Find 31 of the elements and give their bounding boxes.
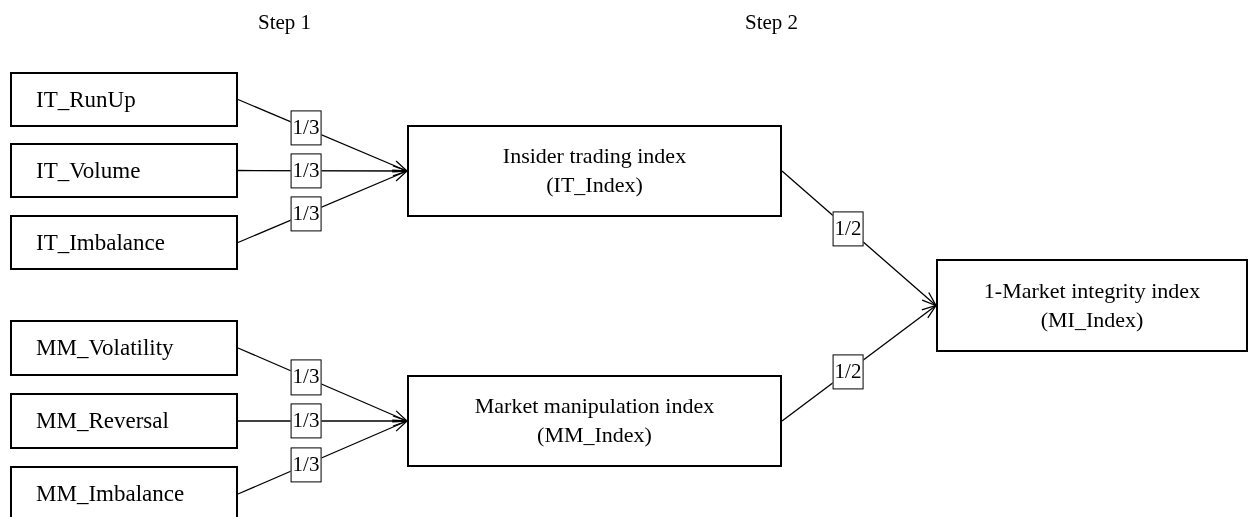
index-box: [936, 259, 1248, 352]
edge-label: 1/3: [290, 447, 322, 483]
variable-box: [10, 72, 238, 127]
variable-box: [10, 466, 238, 517]
variable-box: [10, 143, 238, 198]
edge-label: 1/3: [290, 359, 322, 395]
node-text: Insider trading index: [502, 142, 687, 171]
index-box: [407, 375, 782, 467]
variable-box: [10, 215, 238, 270]
node-text: IT_Volume: [36, 157, 141, 184]
node-text: MM_Reversal: [36, 408, 169, 434]
node-text: IT_RunUp: [36, 86, 136, 113]
edge-label: 1/3: [290, 110, 322, 146]
node-text: MM_Imbalance: [36, 481, 185, 507]
edge-label: 1/2: [832, 211, 864, 247]
variable-box: [10, 393, 238, 449]
node-text: IT_Imbalance: [36, 229, 165, 256]
index-box: [407, 125, 782, 217]
variable-box: [10, 320, 238, 376]
step-label: Step 2: [745, 10, 799, 35]
node-text: (MM_Index): [537, 421, 652, 449]
edge-label: 1/3: [290, 403, 322, 439]
node-text: (MI_Index): [1040, 305, 1144, 334]
edge-label: 1/2: [832, 353, 864, 390]
edge-label: 1/3: [290, 153, 322, 189]
node-text: 1-Market integrity index: [983, 276, 1201, 305]
node-text: (IT_Index): [546, 171, 643, 199]
node-text: MM_Volatility: [36, 335, 174, 361]
edge-label: 1/3: [290, 196, 322, 232]
node-text: Market manipulation index: [474, 392, 715, 421]
step-label: Step 1: [258, 10, 312, 35]
